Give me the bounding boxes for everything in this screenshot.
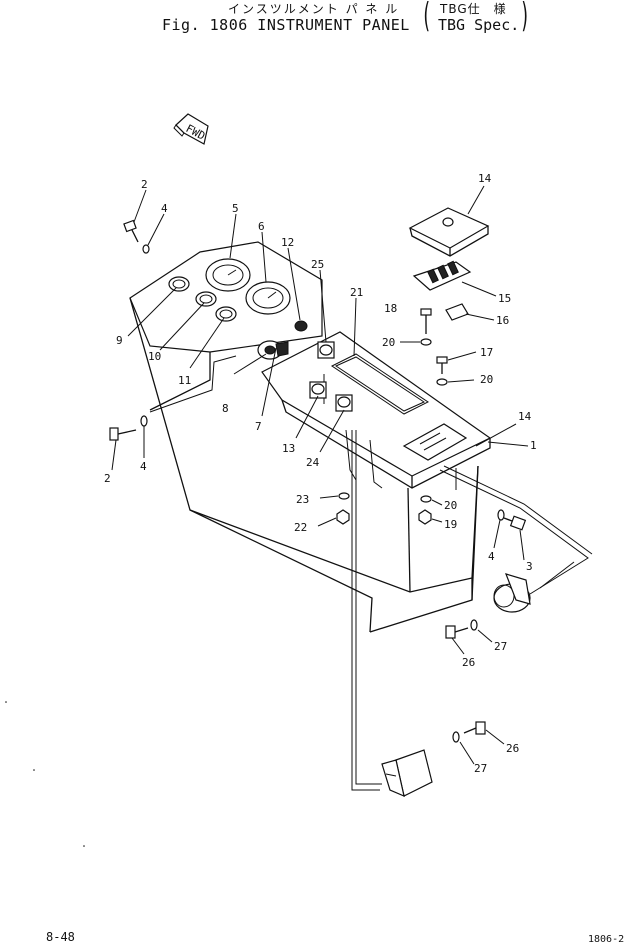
nut-19: [418, 509, 432, 525]
callout-25: 25: [311, 258, 324, 271]
gauge-9: [168, 276, 190, 292]
gauge-6: [245, 281, 291, 315]
callout-16: 16: [496, 314, 509, 327]
page-id-right: 1806-2: [588, 934, 625, 945]
connector-block: [402, 423, 468, 461]
callout-5: 5: [232, 202, 239, 215]
bolt-2-top: [123, 219, 139, 243]
gauge-5: [205, 258, 251, 292]
title-japanese: インスツルメント パ ネ ル: [228, 2, 400, 16]
callout-11: 11: [178, 374, 191, 387]
page-id: 8-48: [46, 930, 75, 944]
title-spec: TBG Spec.: [438, 16, 520, 34]
leader-lines: [111, 185, 529, 765]
wiring-harness: [149, 355, 593, 791]
callout-24: 24: [306, 456, 320, 469]
page-title: Fig. 1806 INSTRUMENT PANEL: [162, 16, 410, 34]
callout-23: 23: [296, 493, 309, 506]
callout-2: 2: [104, 472, 111, 485]
callout-numbers: 2 4 5 6 12 25 21 14 15 16 18 20 17 20 14…: [104, 172, 537, 775]
lower-relay: [381, 749, 433, 798]
callout-2: 2: [141, 178, 148, 191]
key-switch: [257, 340, 289, 360]
cover-14: [408, 207, 490, 257]
callout-1: 1: [530, 439, 537, 452]
bolt-26-upper: [445, 625, 469, 639]
bolt-18: [420, 308, 432, 334]
fwd-arrow-icon: FWD: [173, 113, 209, 145]
washer-20a: [420, 338, 432, 346]
washer-27-lower: [452, 731, 460, 743]
relay-15: [412, 260, 472, 291]
callout-9: 9: [116, 334, 123, 347]
callout-22: 22: [294, 521, 307, 534]
bolt-17: [436, 356, 448, 374]
switch-25: [317, 341, 335, 359]
callout-7: 7: [255, 420, 262, 433]
bolt-26-lower: [463, 721, 486, 735]
callout-26: 26: [462, 656, 475, 669]
callout-12: 12: [281, 236, 294, 249]
washer-4-top: [142, 244, 150, 254]
callout-6: 6: [258, 220, 265, 233]
callout-19: 19: [444, 518, 457, 531]
callout-14: 14: [478, 172, 492, 185]
callout-4: 4: [140, 460, 147, 473]
switch-24: [335, 394, 353, 412]
callout-14: 14: [518, 410, 532, 423]
callout-21: 21: [350, 286, 363, 299]
nut-22: [336, 509, 350, 525]
callout-20: 20: [480, 373, 493, 386]
indicator-12: [294, 320, 308, 332]
bolt-2-left: [109, 427, 137, 441]
callout-27: 27: [494, 640, 507, 653]
washer-20b: [436, 378, 448, 386]
washer-20c: [420, 495, 432, 503]
bolt-3: [503, 515, 527, 531]
open-paren: (: [423, 0, 430, 36]
callout-26: 26: [506, 742, 519, 755]
washer-23: [338, 492, 350, 500]
title-japanese-spec: TBG仕 様: [440, 2, 507, 16]
callout-8: 8: [222, 402, 229, 415]
washer-4-left: [140, 415, 148, 427]
callout-17: 17: [480, 346, 493, 359]
callout-3: 3: [526, 560, 533, 573]
gauge-10: [195, 291, 217, 307]
header: インスツルメント パ ネ ル ( TBG仕 様 ) Fig. 1806 INST…: [0, 0, 641, 40]
buzzer: [493, 573, 531, 613]
gauge-11: [215, 306, 237, 322]
close-paren: ): [521, 0, 528, 36]
callout-27: 27: [474, 762, 487, 775]
callout-4: 4: [161, 202, 168, 215]
callout-15: 15: [498, 292, 511, 305]
callout-4: 4: [488, 550, 495, 563]
bracket-16: [445, 303, 469, 321]
callout-20: 20: [444, 499, 457, 512]
callout-18: 18: [384, 302, 397, 315]
callout-20: 20: [382, 336, 395, 349]
callout-13: 13: [282, 442, 295, 455]
callout-10: 10: [148, 350, 161, 363]
switch-13: [309, 381, 327, 399]
washer-27-upper: [470, 619, 478, 631]
washer-4-right: [497, 509, 505, 521]
